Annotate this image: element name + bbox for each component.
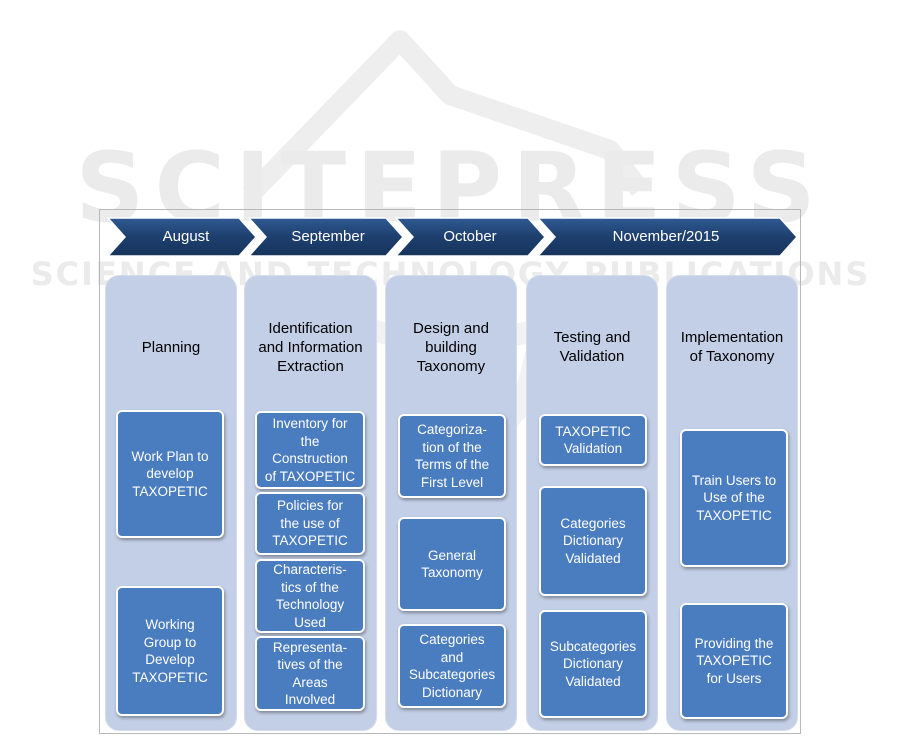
task-box: Inventory for the Construction of TAXOPE…	[255, 411, 365, 489]
task-box: Work Plan to develop TAXOPETIC	[116, 410, 224, 538]
phase-title: Planning	[141, 338, 201, 356]
phase-title: Implementation of Taxonomy	[680, 329, 784, 365]
timeline-label-september: September	[291, 228, 365, 245]
phase-title: Design and building Taxonomy	[413, 319, 489, 375]
phase-column-identification: Identification and Information Extractio…	[244, 275, 377, 731]
task-box: Subcategories Dictionary Validated	[539, 610, 647, 718]
timeline-arrow-november	[536, 217, 799, 257]
task-box: Characteris- tics of the Technology Used	[255, 559, 365, 633]
timeline-label-october: October	[443, 228, 497, 245]
task-box: Policies for the use of TAXOPETIC	[255, 492, 365, 555]
phase-column-design: Design and building Taxonomy Categoriza-…	[385, 275, 517, 731]
phase-column-implementation: Implementation of Taxonomy Train Users t…	[666, 275, 798, 731]
phase-column-planning: Planning Work Plan to develop TAXOPETIC …	[105, 275, 237, 731]
timeline-arrow-september	[247, 217, 405, 257]
task-box: Categories and Subcategories Dictionary	[398, 624, 506, 708]
phase-title: Identification and Information Extractio…	[258, 319, 363, 375]
task-box: TAXOPETIC Validation	[539, 414, 647, 466]
task-box: Providing the TAXOPETIC for Users	[680, 603, 788, 719]
timeline-arrow-august	[106, 217, 258, 257]
phase-column-testing: Testing and Validation TAXOPETIC Validat…	[526, 275, 658, 731]
task-box: Train Users to Use of the TAXOPETIC	[680, 429, 788, 567]
timeline-arrow-october	[394, 217, 547, 257]
diagram-frame	[99, 209, 801, 734]
task-box: Representa- tives of the Areas Involved	[255, 636, 365, 711]
task-box: General Taxonomy	[398, 517, 506, 611]
task-box: Categoriza- tion of the Terms of the Fir…	[398, 414, 506, 498]
phase-title: Testing and Validation	[553, 329, 631, 365]
timeline-label-november: November/2015	[612, 228, 720, 245]
task-box: Categories Dictionary Validated	[539, 486, 647, 596]
task-box: Working Group to Develop TAXOPETIC	[116, 586, 224, 716]
timeline-label-august: August	[162, 228, 210, 245]
